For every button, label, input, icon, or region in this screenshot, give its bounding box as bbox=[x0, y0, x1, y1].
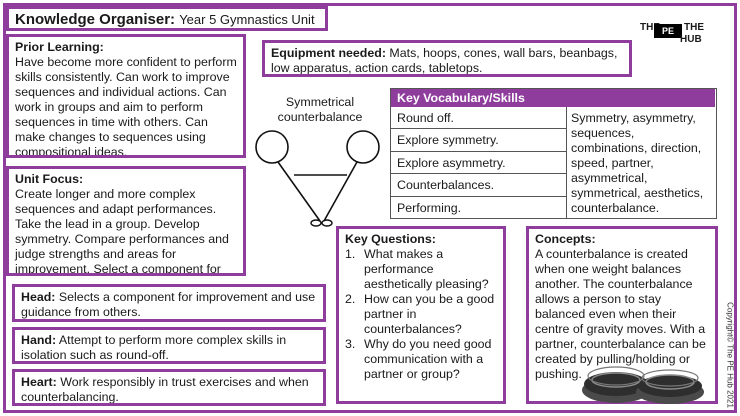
equipment-label: Equipment needed: bbox=[271, 46, 386, 60]
head-text: Selects a component for improvement and … bbox=[21, 290, 316, 319]
page-title: Knowledge Organiser: Year 5 Gymnastics U… bbox=[6, 6, 328, 31]
concepts-label: Concepts: bbox=[535, 232, 596, 246]
unit-focus-label: Unit Focus: bbox=[15, 172, 84, 186]
vocabulary-table: Key Vocabulary/Skills Round off. Explore… bbox=[390, 88, 717, 219]
question-number: 1. bbox=[345, 247, 356, 261]
question-number: 2. bbox=[345, 292, 356, 306]
vocabulary-item: Performing. bbox=[391, 196, 567, 219]
vocabulary-header: Key Vocabulary/Skills bbox=[391, 89, 715, 107]
question-number: 3. bbox=[345, 337, 356, 351]
title-sub: Year 5 Gymnastics Unit 1 bbox=[179, 12, 315, 27]
title-main: Knowledge Organiser: bbox=[15, 11, 176, 28]
head-label: Head: bbox=[21, 290, 56, 304]
equipment-box: Equipment needed: Mats, hoops, cones, wa… bbox=[262, 40, 632, 77]
prior-learning-label: Prior Learning: bbox=[15, 40, 104, 54]
logo-the-text: THE bbox=[640, 22, 660, 33]
key-questions-box: Key Questions: 1. What makes a performanc… bbox=[336, 226, 506, 404]
vocabulary-item: Explore asymmetry. bbox=[391, 151, 567, 175]
hand-box: Hand: Attempt to perform more complex sk… bbox=[12, 327, 326, 364]
equipment-text: Mats, hoops, cones, wall bars, beanbags,… bbox=[271, 46, 618, 75]
unit-focus-box: Unit Focus: Create longer and more compl… bbox=[6, 166, 246, 276]
hand-label: Hand: bbox=[21, 333, 57, 347]
head-box: Head: Selects a component for improvemen… bbox=[12, 284, 326, 322]
stacked-hoops-icon bbox=[582, 366, 704, 404]
counterbalance-figure-icon bbox=[255, 130, 380, 227]
concepts-text: A counterbalance is created when one wei… bbox=[535, 247, 706, 381]
heart-label: Heart: bbox=[21, 375, 57, 389]
page-frame bbox=[3, 3, 737, 413]
diagram-label: Symmetrical counterbalance bbox=[277, 95, 363, 124]
vocabulary-words: Symmetry, asymmetry, sequences, combinat… bbox=[571, 111, 704, 215]
unit-focus-text: Create longer and more complex sequences… bbox=[15, 187, 229, 276]
vocabulary-item: Counterbalances. bbox=[391, 174, 567, 197]
logo-pe-text: PE bbox=[654, 24, 682, 38]
question-text: What makes a performance aesthetically p… bbox=[364, 247, 489, 291]
pe-hub-logo: THE PE THE HUB bbox=[640, 22, 712, 56]
vocabulary-list: Round off. Explore symmetry. Explore asy… bbox=[391, 107, 567, 219]
question-item: 3. Why do you need good communication wit… bbox=[345, 337, 497, 382]
heart-box: Heart: Work responsibly in trust exercis… bbox=[12, 369, 326, 406]
logo-hub-text: HUB bbox=[680, 34, 702, 45]
key-questions-label: Key Questions: bbox=[345, 232, 436, 246]
prior-learning-text: Have become more confident to perform sk… bbox=[15, 55, 237, 158]
question-text: Why do you need good communication with … bbox=[364, 337, 492, 381]
vocabulary-item: Round off. bbox=[391, 107, 567, 130]
vocabulary-item: Explore symmetry. bbox=[391, 129, 567, 152]
question-item: 1. What makes a performance aesthetically… bbox=[345, 247, 497, 292]
question-item: 2. How can you be a good partner in count… bbox=[345, 292, 497, 337]
key-questions-list: 1. What makes a performance aesthetically… bbox=[345, 247, 497, 382]
copyright-note: Copyright© The PE Hub 2021 bbox=[722, 300, 738, 410]
question-text: How can you be a good partner in counter… bbox=[364, 292, 495, 336]
prior-learning-box: Prior Learning: Have become more confide… bbox=[6, 34, 246, 158]
logo-the-text-2: THE bbox=[684, 22, 704, 33]
copyright-text: Copyright© The PE Hub 2021 bbox=[725, 302, 735, 408]
heart-text: Work responsibly in trust exercises and … bbox=[21, 375, 309, 404]
hand-text: Attempt to perform more complex skills i… bbox=[21, 333, 287, 362]
